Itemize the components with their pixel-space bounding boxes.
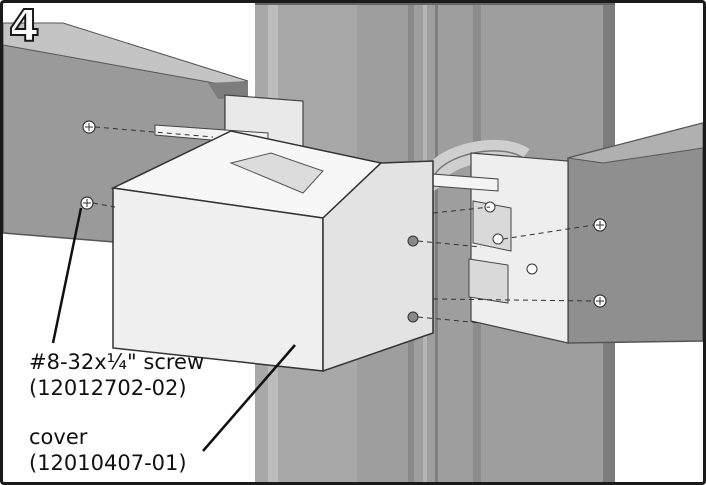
screw-icon bbox=[484, 201, 538, 275]
cover-side bbox=[322, 160, 434, 373]
screw-icon bbox=[593, 294, 607, 308]
screw-label: #8-32x¼" screw bbox=[29, 350, 205, 374]
alignment-lines bbox=[92, 126, 595, 324]
screw-icon bbox=[82, 120, 96, 134]
cover-part-number: (12010407-01) bbox=[29, 451, 187, 475]
cover-front bbox=[112, 187, 324, 372]
screw-icon bbox=[80, 196, 94, 210]
cover-leader-line bbox=[202, 344, 296, 452]
screw-part-number: (12012702-02) bbox=[29, 376, 187, 400]
step-number: 4 bbox=[8, 1, 41, 52]
screw-leader-line bbox=[51, 207, 83, 344]
screw-icon bbox=[593, 218, 607, 232]
assembly-illustration bbox=[3, 3, 703, 482]
cover-label: cover bbox=[29, 425, 88, 449]
